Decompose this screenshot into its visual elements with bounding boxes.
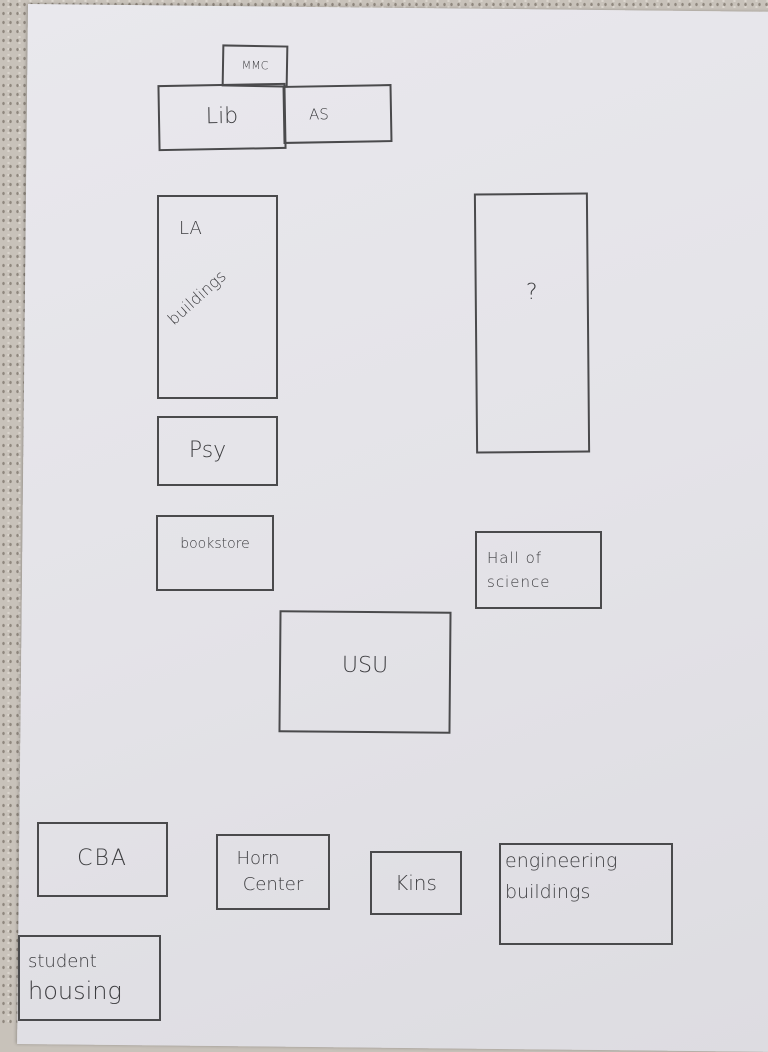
building-lib: Lib <box>157 82 287 152</box>
label-science: science <box>487 573 551 591</box>
label-housing: housing <box>28 976 122 1005</box>
building-as: AS <box>282 84 393 144</box>
label-mmc: MMC <box>241 58 269 73</box>
building-hall-of-science: Hall of science <box>475 531 602 609</box>
label-student: student <box>28 950 97 972</box>
building-student-housing: student housing <box>18 935 161 1021</box>
building-unknown: ? <box>473 192 591 454</box>
label-usu: USU <box>341 652 389 679</box>
label-engineering: engineering <box>505 850 618 872</box>
building-engineering: engineering buildings <box>499 843 673 945</box>
building-kins: Kins <box>370 851 462 915</box>
label-center: Center <box>242 874 304 895</box>
building-psy: Psy <box>157 416 278 486</box>
label-as: AS <box>308 104 329 124</box>
building-horn-center: Horn Center <box>216 834 330 910</box>
label-cba: CBA <box>77 846 128 872</box>
building-mmc: MMC <box>221 44 289 88</box>
label-la-buildings: buildings <box>163 266 230 329</box>
building-la: LA buildings <box>157 195 278 399</box>
building-bookstore: bookstore <box>156 515 274 591</box>
label-engineering-buildings: buildings <box>505 880 591 903</box>
label-hall-of: Hall of <box>487 548 543 567</box>
building-usu: USU <box>278 610 452 734</box>
label-horn: Horn <box>236 848 280 870</box>
building-cba: CBA <box>37 822 168 897</box>
label-bookstore: bookstore <box>180 536 250 552</box>
label-la: LA <box>179 218 202 239</box>
label-lib: Lib <box>205 103 239 130</box>
label-unknown: ? <box>525 279 538 305</box>
label-psy: Psy <box>188 437 227 463</box>
label-kins: Kins <box>395 871 437 895</box>
